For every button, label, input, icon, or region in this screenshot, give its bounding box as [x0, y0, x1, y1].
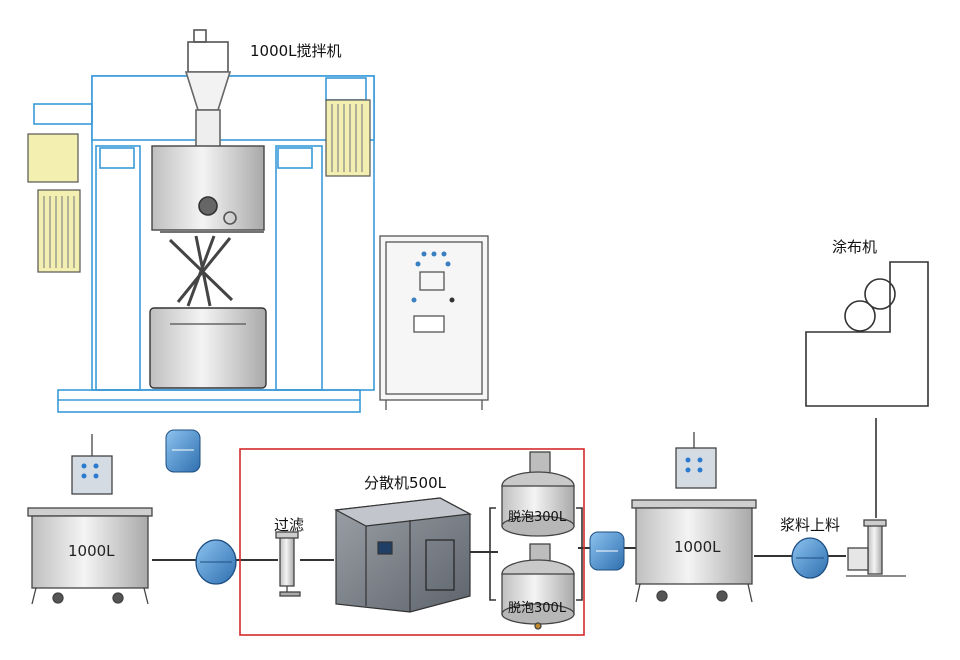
dispersion-section-frame — [239, 448, 585, 636]
dispersion-machine — [334, 497, 472, 613]
degas-tank-top — [501, 451, 575, 537]
tank-left-label: 1000L — [68, 542, 115, 560]
diaphragm-pump-middle — [589, 531, 625, 571]
storage-tank-right — [631, 432, 757, 603]
degas-top-label: 脱泡300L — [508, 510, 567, 525]
mixer-motor-right — [325, 99, 371, 177]
storage-tank-left — [27, 434, 153, 605]
diaphragm-pump-right — [791, 537, 829, 579]
mixer-motor-left — [27, 133, 81, 273]
diaphragm-pump-upper — [165, 429, 201, 473]
filter-label: 过滤 — [274, 516, 305, 534]
planetary-mixer-1000l — [33, 29, 375, 413]
coating-machine — [805, 261, 929, 518]
control-cabinet — [379, 235, 489, 410]
filter-unit — [275, 531, 301, 597]
process-piping — [152, 547, 846, 561]
coater-label: 涂布机 — [832, 238, 878, 256]
feed-filter — [846, 519, 906, 577]
dispersion-machine-label: 分散机500L — [364, 474, 446, 492]
mixer-label: 1000L搅拌机 — [250, 42, 342, 60]
degas-tank-bottom — [501, 543, 575, 630]
tank-right-label: 1000L — [674, 538, 721, 556]
degas-bottom-label: 脱泡300L — [508, 601, 567, 616]
degas-bracket — [489, 507, 583, 601]
slurry-feed-label: 浆料上料 — [780, 516, 841, 534]
diaphragm-pump-left — [195, 539, 237, 585]
